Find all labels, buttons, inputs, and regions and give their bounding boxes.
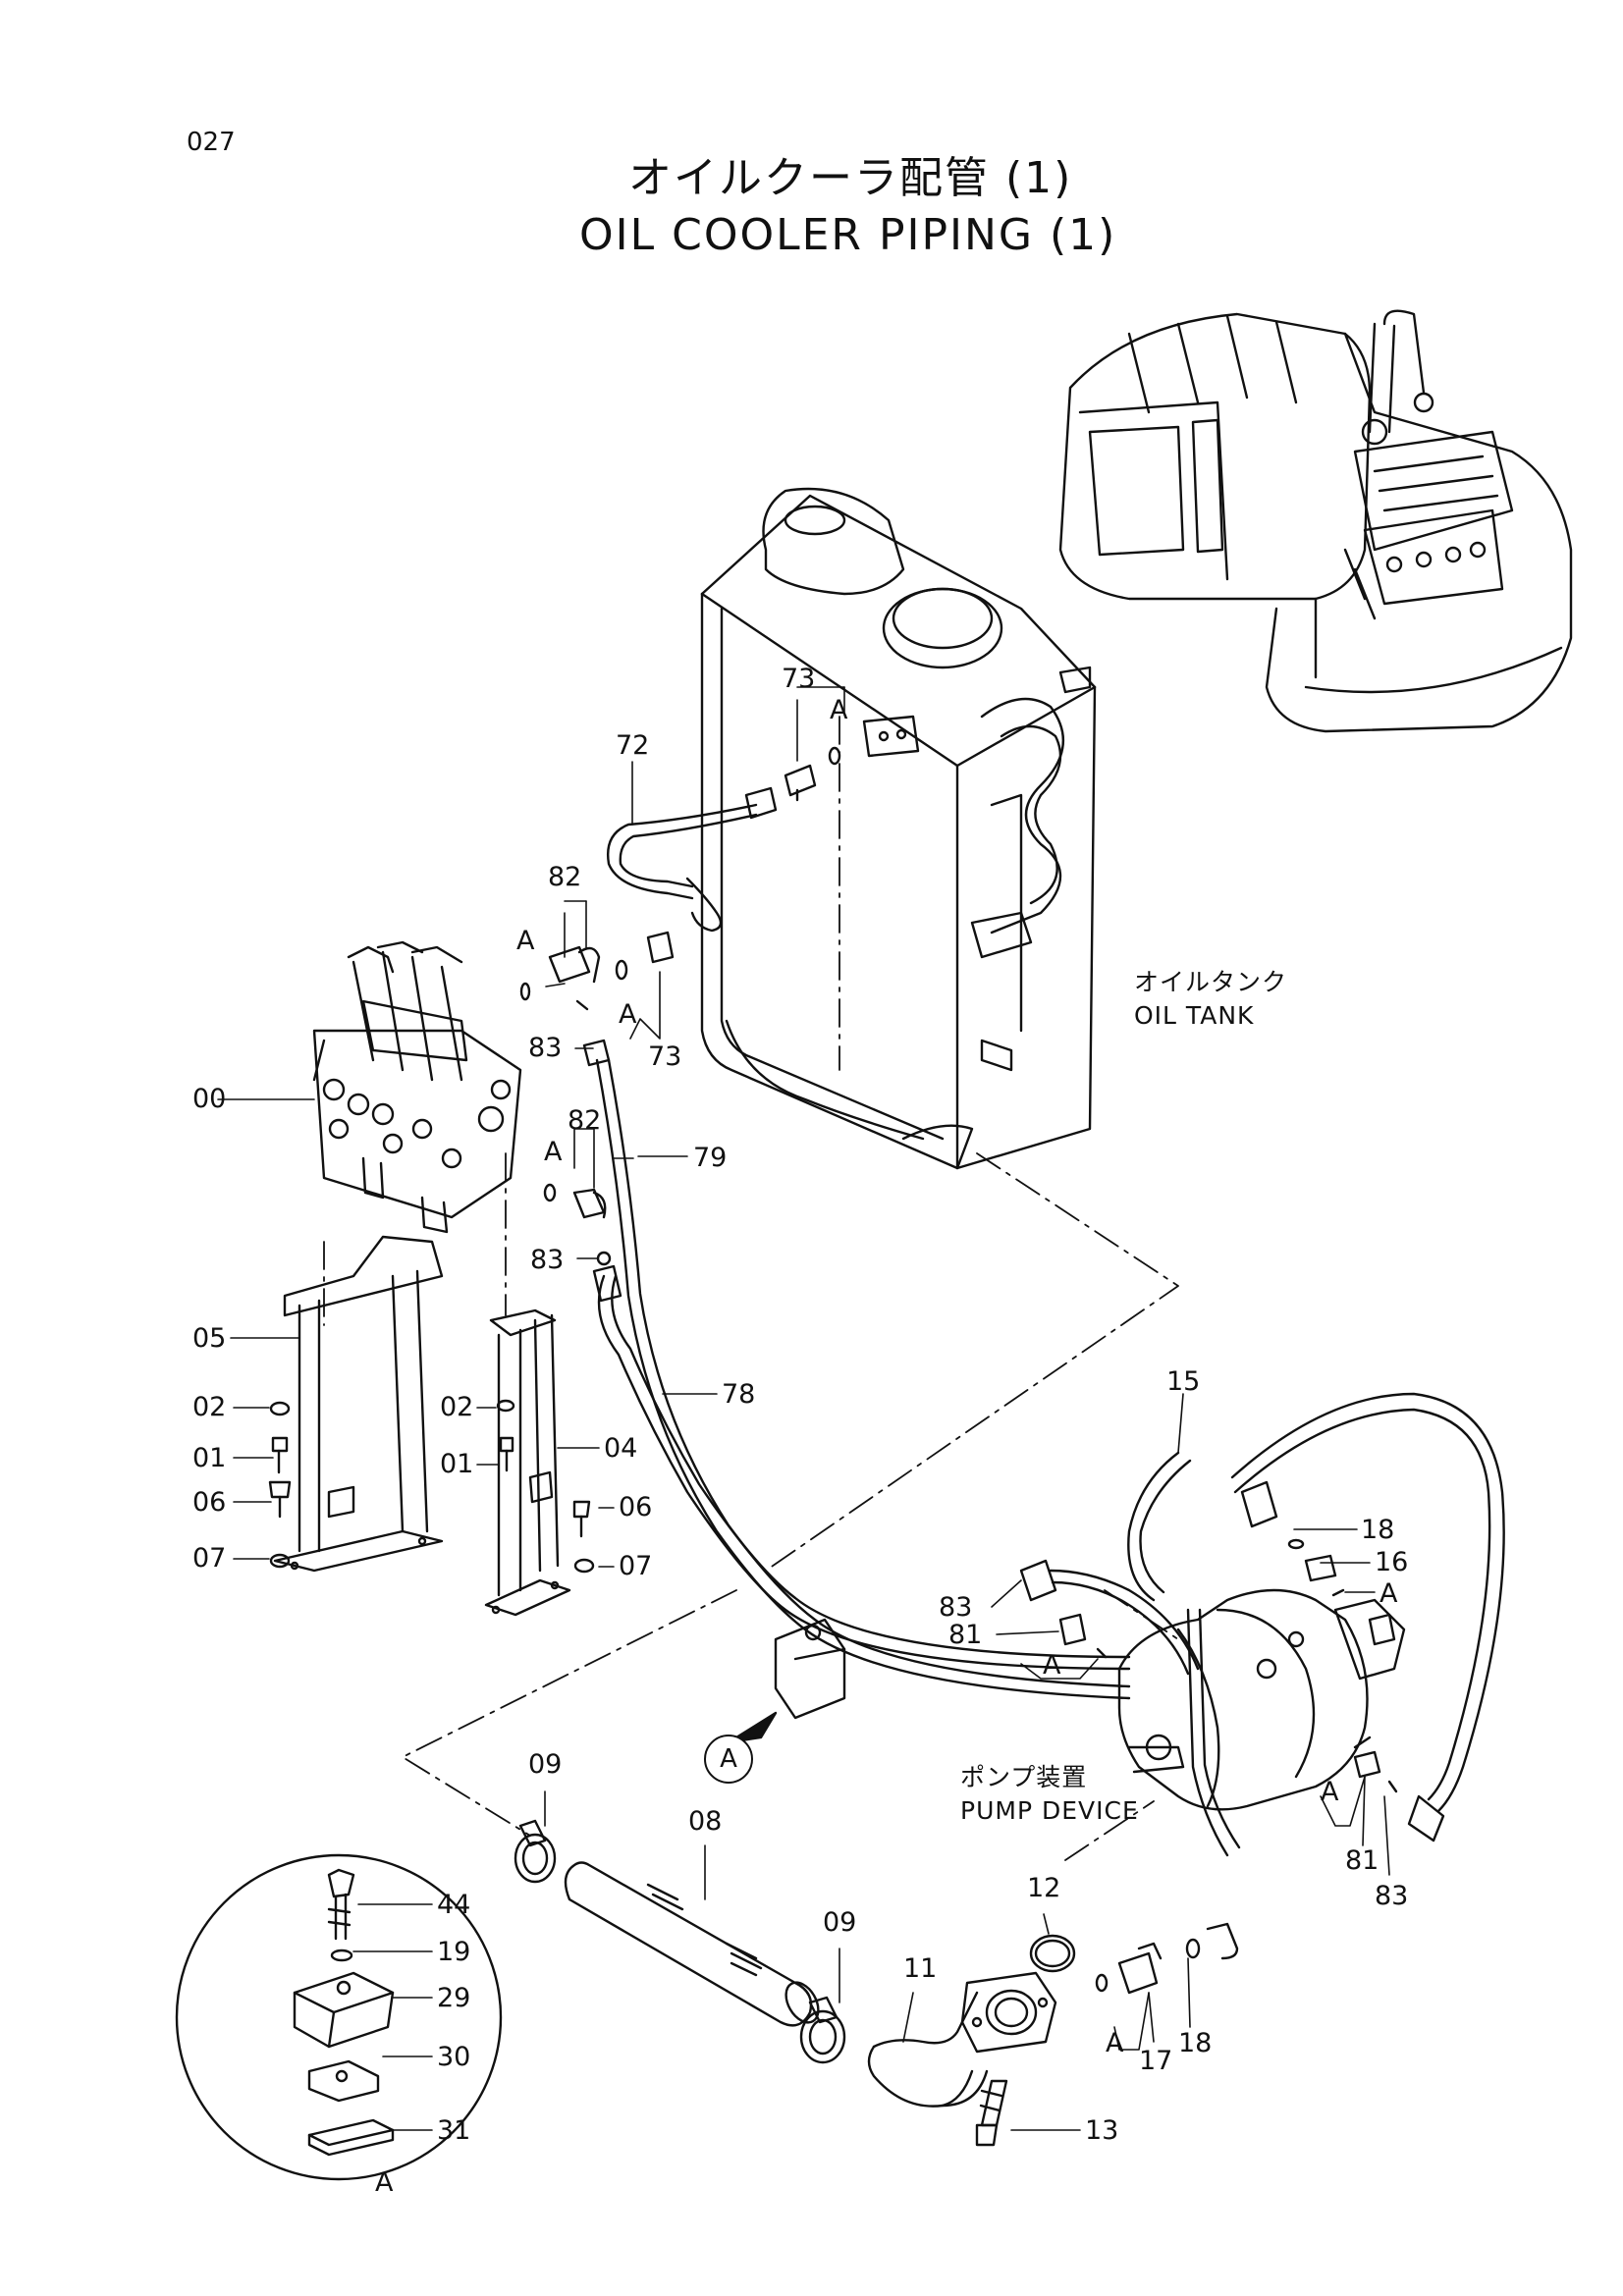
fittings-17-18-lower [1095, 1922, 1239, 1995]
fittings-81-83-right [1353, 1735, 1398, 1793]
leader-lines [217, 686, 1390, 2131]
hoses-79-78-drawing [592, 1058, 1131, 1700]
hose-72-drawing [607, 786, 778, 933]
callout-label: A [619, 999, 637, 1030]
pipe-11-drawing [867, 1971, 1057, 2108]
callout-label: 83 [939, 1592, 973, 1623]
callout-label: A [544, 1137, 563, 1167]
hose-15-drawing [1127, 1392, 1505, 1857]
o-ring-12 [1029, 1934, 1076, 1973]
callout-label: 29 [437, 1983, 471, 2013]
callout-label: 73 [782, 664, 816, 694]
callout-label: 00 [192, 1084, 227, 1114]
oil-tank-drawing [700, 487, 1097, 1170]
control-valve-drawing [312, 940, 522, 1234]
callout-label: 44 [437, 1890, 471, 1920]
fittings-83-81-left [1019, 1559, 1200, 1676]
hose-clamp-09-lower [799, 1996, 846, 2064]
callout-label: 07 [192, 1543, 227, 1574]
callout-label: A [1043, 1650, 1061, 1681]
tank-fitting-73-upper [784, 746, 841, 802]
callout-label: 05 [192, 1323, 227, 1354]
callout-label: 09 [528, 1749, 563, 1780]
title-english: OIL COOLER PIPING (1) [579, 210, 1117, 260]
callout-label: A [375, 2167, 394, 2198]
callout-label: 79 [693, 1143, 728, 1173]
callout-label: 81 [1345, 1845, 1380, 1876]
callout-label: 07 [619, 1551, 653, 1581]
callout-label: A [1106, 2028, 1124, 2058]
callout-label: 06 [619, 1492, 653, 1522]
callout-label: 73 [648, 1041, 682, 1072]
callout-label: 72 [616, 730, 650, 761]
callout-label: 15 [1166, 1366, 1201, 1397]
callout-label: 30 [437, 2042, 471, 2072]
callout-label: 82 [568, 1105, 602, 1136]
callout-label: 82 [548, 862, 582, 892]
callout-label: 09 [823, 1907, 857, 1938]
callout-label: 17 [1139, 2046, 1173, 2076]
callout-label: A [516, 926, 535, 956]
title-japanese: オイルクーラ配管 (1) [628, 153, 1073, 203]
detail-a-marker: A [704, 1735, 753, 1784]
callout-label: 12 [1027, 1873, 1061, 1903]
callout-label: 19 [437, 1937, 471, 1967]
pump-device-drawing [1117, 1588, 1406, 1811]
callout-label: 13 [1085, 2115, 1119, 2146]
support-bracket-05 [273, 1235, 444, 1573]
excavator-overview-drawing [1058, 309, 1573, 733]
callout-label: 11 [903, 1953, 938, 1984]
callout-label: 01 [192, 1443, 227, 1473]
hose-08-drawing [564, 1861, 820, 2027]
callout-label: 83 [1375, 1881, 1409, 1911]
callout-label: 31 [437, 2115, 471, 2146]
bolt-13 [975, 2079, 1008, 2147]
callout-label: A [1321, 1777, 1339, 1807]
oil-tank-caption-en: OIL TANK [1134, 1001, 1255, 1030]
page-number: 027 [187, 128, 236, 157]
callout-label: 18 [1178, 2028, 1213, 2058]
pump-device-caption-jp: ポンプ装置 [960, 1763, 1088, 1791]
hose-clamp-09-upper [514, 1819, 557, 1884]
callout-label: A [830, 695, 848, 725]
callout-label: 04 [604, 1433, 638, 1464]
callout-label: 18 [1361, 1515, 1395, 1545]
pump-device-caption-en: PUMP DEVICE [960, 1796, 1139, 1825]
valve-fittings-lower [543, 1183, 612, 1266]
callout-label: A [1380, 1578, 1398, 1609]
callout-label: 78 [722, 1379, 756, 1410]
oil-tank-caption-jp: オイルタンク [1134, 968, 1288, 996]
callout-label: 06 [192, 1487, 227, 1518]
callout-label: 16 [1375, 1547, 1409, 1577]
callout-label: 02 [440, 1392, 474, 1422]
hardware-right [496, 1399, 595, 1574]
hardware-left [268, 1401, 292, 1569]
fittings-18-16 [1287, 1538, 1345, 1597]
callout-label: 81 [948, 1620, 983, 1650]
callout-label: 83 [528, 1033, 563, 1063]
callout-label: 08 [688, 1806, 723, 1837]
hose-clamp-a-drawing [727, 1618, 846, 1744]
callout-label: 01 [440, 1449, 474, 1479]
detail-a-drawing [175, 1853, 503, 2181]
callout-label: 83 [530, 1245, 565, 1275]
support-bracket-04 [484, 1308, 571, 1617]
callout-label: 02 [192, 1392, 227, 1422]
